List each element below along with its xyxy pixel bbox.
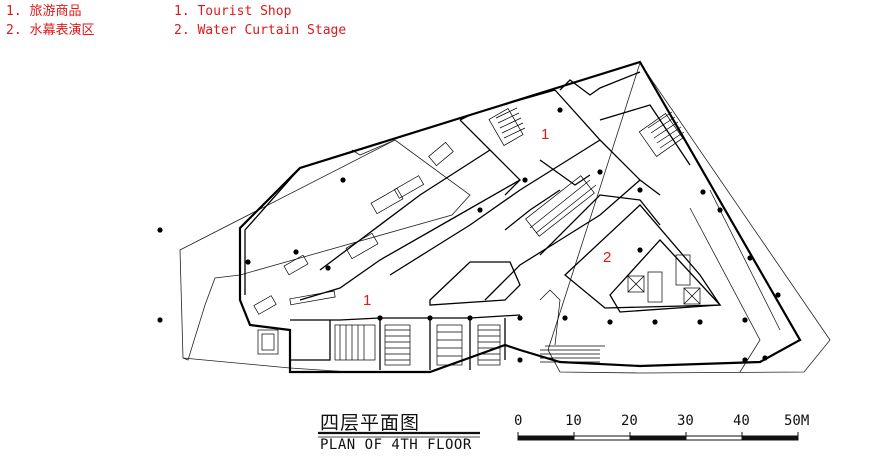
scale-tick-label: 0 xyxy=(514,413,523,429)
interior-walls xyxy=(244,71,722,370)
stair-hatches xyxy=(253,107,701,366)
room-label-tourist-shop-upper: 1 xyxy=(541,126,549,143)
scale-tick-label: 40 xyxy=(733,413,750,429)
legend-item-tourist-shop-cn: 1. 旅游商品 xyxy=(6,4,82,19)
scale-tick-label: 50M xyxy=(784,413,810,429)
scale-bar xyxy=(517,432,799,441)
plan-title-chinese: 四层平面图 xyxy=(320,412,421,434)
scale-tick-label: 10 xyxy=(565,413,582,429)
plan-title-english: PLAN OF 4TH FLOOR xyxy=(320,437,472,453)
stair-core-left xyxy=(334,324,376,361)
room-label-water-stage: 2 xyxy=(603,249,611,266)
stair-core-a xyxy=(384,324,411,366)
escalator-core xyxy=(525,175,597,237)
title-rules xyxy=(318,431,480,438)
room-labels: 1 1 2 xyxy=(363,126,611,309)
stair-core-b xyxy=(436,324,463,366)
legend-item-tourist-shop-en: 1. Tourist Shop xyxy=(174,4,292,19)
legend-item-water-stage-en: 2. Water Curtain Stage xyxy=(174,23,347,38)
left-stepped-stairs xyxy=(253,141,454,355)
stair-2 xyxy=(638,111,685,157)
legend-english: 1. Tourist Shop 2. Water Curtain Stage xyxy=(174,2,346,40)
stair-1 xyxy=(488,107,526,146)
building-walls xyxy=(238,60,802,374)
elevator-boxes xyxy=(627,254,701,305)
legend-item-water-stage-cn: 2. 水幕表演区 xyxy=(6,23,95,38)
room-label-tourist-shop-lower: 1 xyxy=(363,292,371,309)
scale-tick-label: 20 xyxy=(621,413,638,429)
legend-chinese: 1. 旅游商品 2. 水幕表演区 xyxy=(6,2,94,40)
stair-core-c xyxy=(477,324,501,366)
structural-columns xyxy=(157,107,781,363)
stair-lower-right xyxy=(539,289,605,363)
scale-tick-label: 30 xyxy=(677,413,694,429)
